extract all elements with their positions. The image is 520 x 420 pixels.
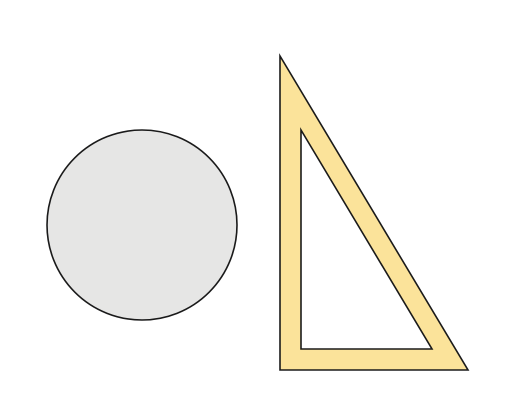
set-square-shape bbox=[279, 53, 470, 371]
circle-shape bbox=[46, 129, 238, 321]
